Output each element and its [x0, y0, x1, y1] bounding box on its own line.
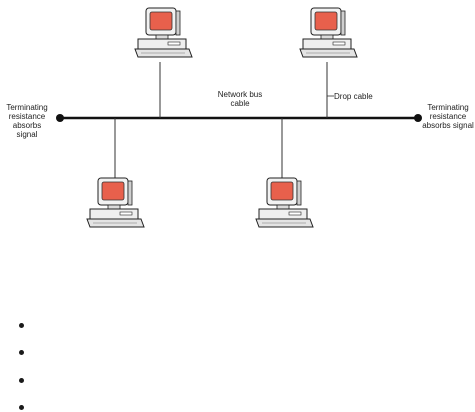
bullet-4	[19, 405, 24, 410]
terminator-right	[414, 114, 422, 122]
computer-bottom-left	[86, 177, 145, 228]
bullet-3	[19, 378, 24, 383]
bullet-1	[19, 323, 24, 328]
terminator-right-label: Terminating resistance absorbs signal	[422, 103, 474, 130]
terminator-left	[56, 114, 64, 122]
computer-top-right	[299, 7, 358, 58]
terminator-left-label: Terminating resistance absorbs signal	[6, 103, 48, 139]
bus-cable-label: Network bus cable	[217, 90, 263, 108]
computer-bottom-right	[255, 177, 314, 228]
computer-top-left	[134, 7, 193, 58]
bullet-2	[19, 350, 24, 355]
drop-cable-label: Drop cable	[334, 92, 373, 101]
